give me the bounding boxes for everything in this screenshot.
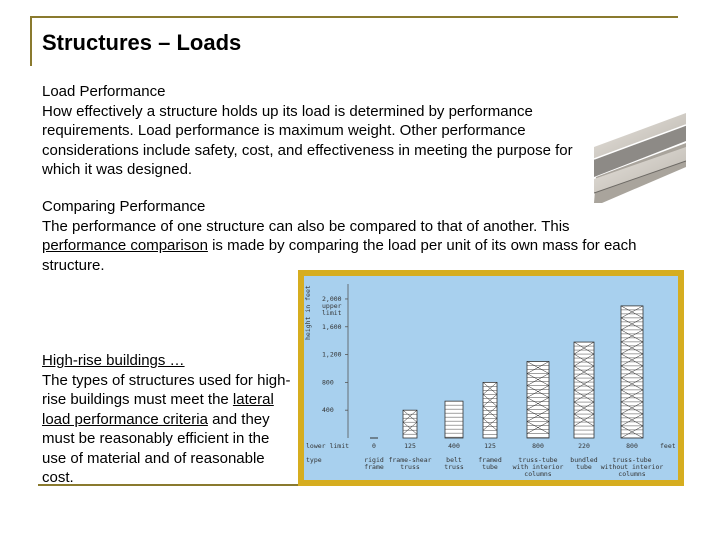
y-tick-label: upper — [322, 302, 342, 310]
category-label: 800 — [532, 442, 544, 450]
category-type-label: rigid — [364, 456, 384, 464]
chart-plot-area — [304, 276, 678, 480]
y-tick-label: limit — [322, 309, 342, 317]
category-type-label: tube — [576, 463, 592, 471]
category-type-label: columns — [618, 470, 645, 478]
building-brace — [482, 406, 498, 419]
stacked-panels-photo — [593, 107, 687, 203]
x-extra-axis-label: feet — [660, 442, 676, 450]
category-label: 0 — [372, 442, 376, 450]
building-brace — [526, 409, 550, 422]
building-brace — [526, 397, 550, 410]
bottom-rule — [38, 484, 298, 486]
building-brace — [620, 353, 644, 367]
lower-limit-label: lower limit — [306, 442, 349, 450]
category-type-label: tube — [482, 463, 498, 471]
building-brace — [620, 341, 644, 355]
building-brace — [573, 413, 595, 427]
category-type-label: truss-tube — [612, 456, 651, 464]
y-tick-label: 800 — [322, 378, 334, 386]
building-brace — [573, 341, 595, 355]
category-label: 125 — [404, 442, 416, 450]
category-type-label: bundled — [570, 456, 597, 464]
high-rise-body: The types of structures used for high-ri… — [42, 371, 292, 488]
category-type-label: without interior — [601, 463, 664, 471]
category-type-label: frame — [364, 463, 384, 471]
building-brace — [573, 365, 595, 379]
building-brace — [526, 385, 550, 398]
y-axis-label: height in feet — [304, 285, 312, 340]
building-brace — [620, 425, 644, 439]
high-rise-body-end: and they must be reasonably efficient in… — [42, 410, 270, 487]
title-frame — [30, 16, 678, 66]
y-tick-label: 2,000 — [322, 295, 342, 303]
category-type-label: frame-shear — [388, 456, 431, 464]
high-rise-heading: High-rise buildings … — [42, 352, 185, 369]
building-brace — [620, 401, 644, 415]
lateral-load-criteria-link[interactable]: lateral load performance criteria — [42, 391, 274, 428]
category-type-label: belt — [446, 456, 462, 464]
chart-svg: height in feet 400 800 1,200 1,600 2,000uppe… — [304, 276, 678, 480]
performance-comparison-link[interactable]: performance comparison — [42, 237, 208, 254]
load-performance-section: Load Performance How effectively a struc… — [42, 82, 592, 180]
y-tick-label: 1,200 — [322, 351, 342, 359]
building-brace — [620, 365, 644, 379]
category-label: 125 — [484, 442, 496, 450]
building-brace — [620, 317, 644, 331]
comparing-performance-section: Comparing Performance The performance of… — [42, 197, 652, 275]
building-brace — [573, 353, 595, 367]
slide-title: Structures – Loads — [42, 30, 242, 55]
type-row-label: type — [306, 456, 322, 464]
high-rise-section: High-rise buildings … The types of struc… — [42, 351, 292, 488]
comparing-performance-body: The performance of one structure can als… — [42, 217, 652, 276]
category-type-label: truss-tube — [518, 456, 557, 464]
building-brace — [620, 413, 644, 427]
y-tick-label: 400 — [322, 406, 334, 414]
category-type-label: framed — [478, 456, 502, 464]
building-brace — [620, 305, 644, 319]
building-brace — [402, 422, 418, 435]
category-label: 400 — [448, 442, 460, 450]
comparing-body-start: The performance of one structure can als… — [42, 217, 570, 235]
building-brace — [526, 373, 550, 386]
load-performance-heading: Load Performance — [42, 83, 166, 100]
building-brace — [482, 418, 498, 431]
building-brace — [620, 377, 644, 391]
building-brace — [573, 401, 595, 415]
category-type-label: with interior — [513, 463, 564, 471]
building-brace — [526, 421, 550, 434]
load-performance-body: How effectively a structure holds up its… — [42, 102, 573, 179]
building-brace — [573, 377, 595, 391]
category-type-label: columns — [524, 470, 551, 478]
category-type-label: truss — [400, 463, 420, 471]
category-label: 800 — [626, 442, 638, 450]
building-brace — [402, 410, 418, 423]
y-tick-label: 1,600 — [322, 323, 342, 331]
building-brace — [482, 382, 498, 395]
building-brace — [620, 329, 644, 343]
building-bar — [526, 361, 550, 439]
category-type-label: truss — [444, 463, 464, 471]
building-brace — [482, 394, 498, 407]
building-brace — [526, 361, 550, 374]
comparing-body-end: is made by comparing the load per unit o… — [42, 237, 637, 274]
category-label: 220 — [578, 442, 590, 450]
comparing-performance-heading: Comparing Performance — [42, 198, 206, 215]
building-brace — [573, 389, 595, 403]
building-bar — [444, 400, 464, 439]
high-rise-body-start: The types of structures used for high-ri… — [42, 371, 291, 409]
building-brace — [620, 389, 644, 403]
